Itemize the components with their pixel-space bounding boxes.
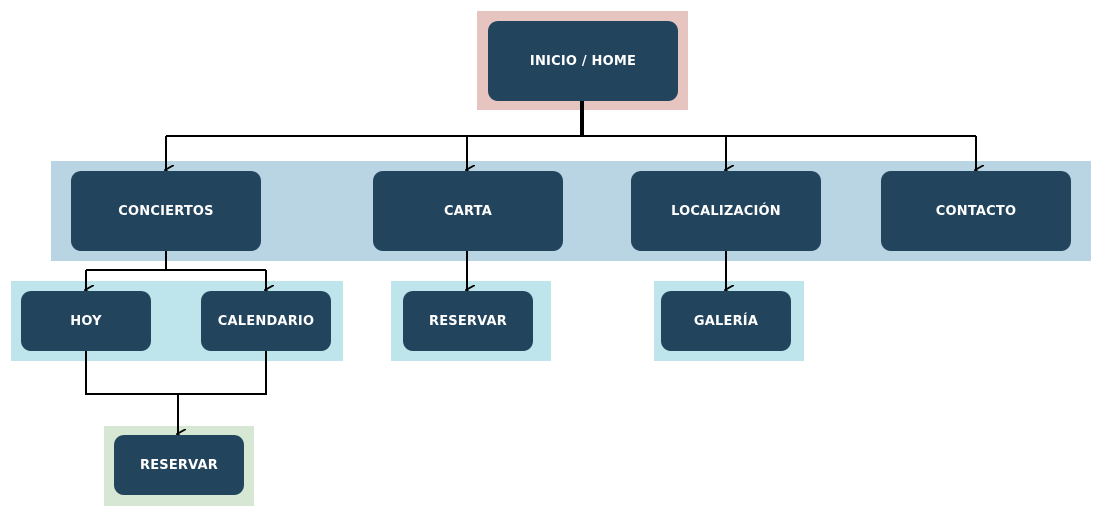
node-reservar-conciertos[interactable]: RESERVAR [114, 435, 244, 495]
node-reservar-carta[interactable]: RESERVAR [403, 291, 533, 351]
node-calendario[interactable]: CALENDARIO [201, 291, 331, 351]
node-inicio-home[interactable]: INICIO / HOME [488, 21, 678, 101]
node-galeria[interactable]: GALERÍA [661, 291, 791, 351]
node-conciertos[interactable]: CONCIERTOS [71, 171, 261, 251]
node-hoy[interactable]: HOY [21, 291, 151, 351]
node-localizacion[interactable]: LOCALIZACIÓN [631, 171, 821, 251]
node-carta[interactable]: CARTA [373, 171, 563, 251]
connector-hoy-calendario-merge [85, 350, 267, 395]
node-contacto[interactable]: CONTACTO [881, 171, 1071, 251]
